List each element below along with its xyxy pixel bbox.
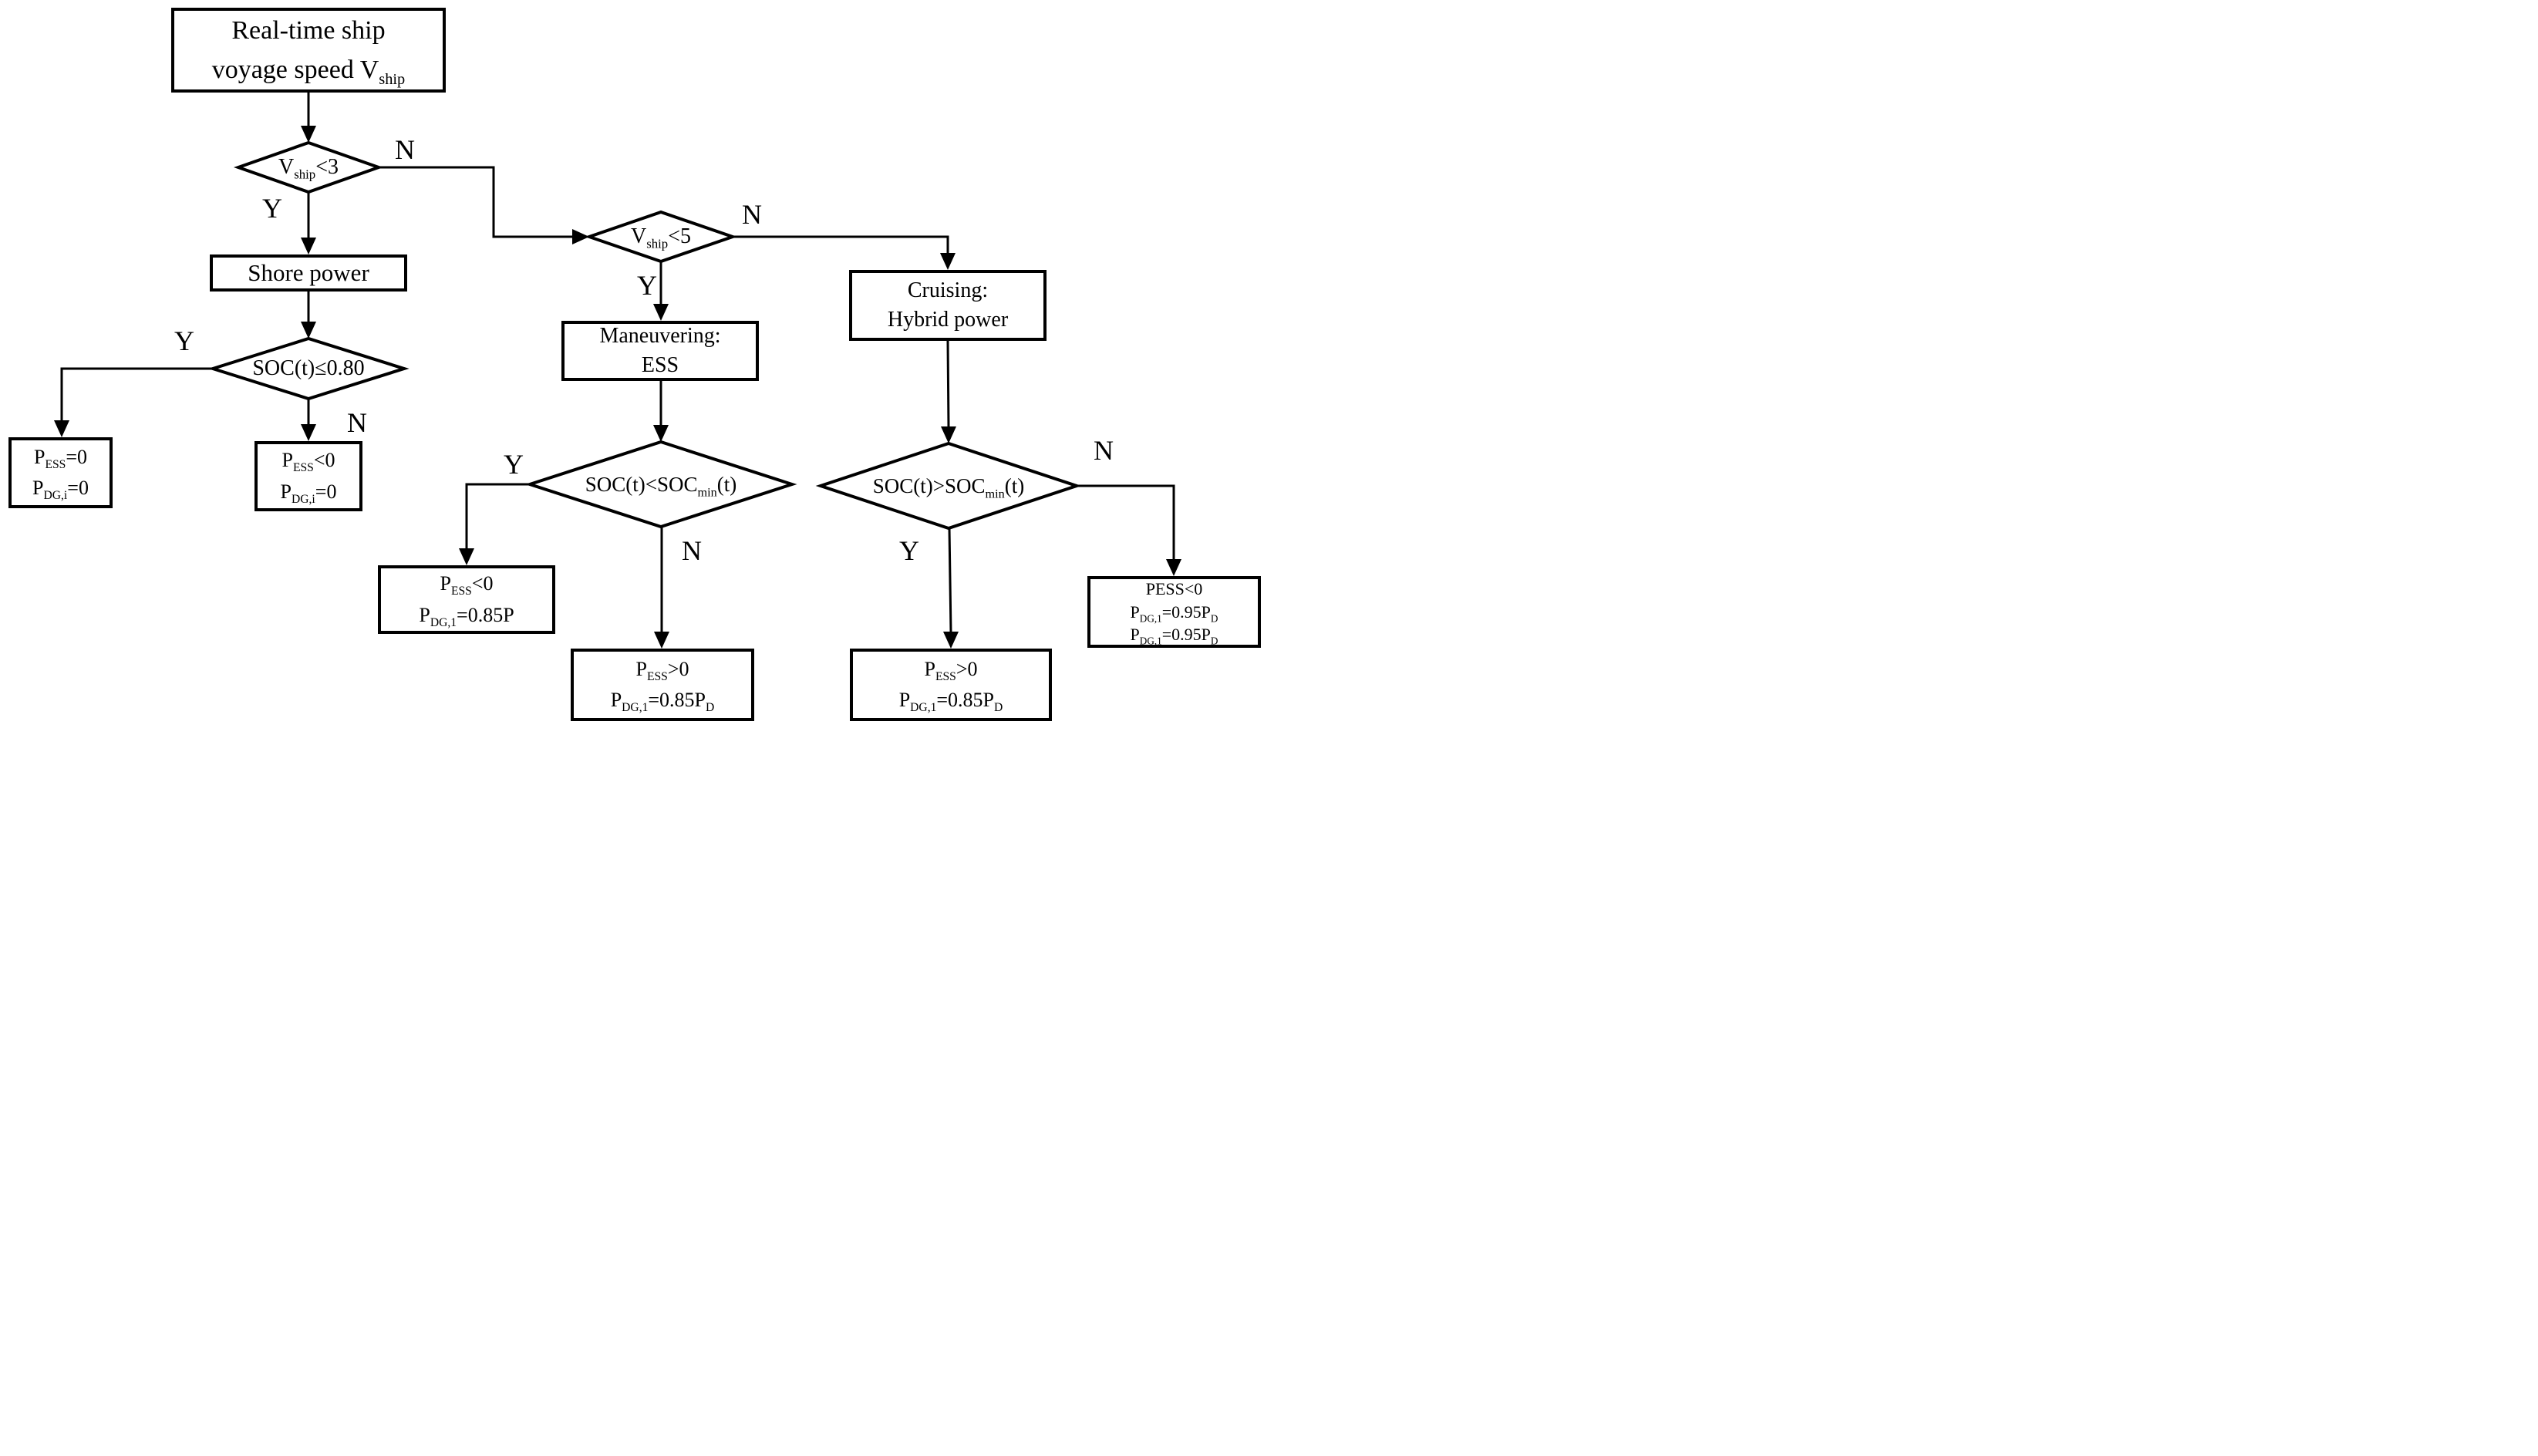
decision-soc-gt-min-shape — [815, 441, 1082, 531]
start-box-realtime-speed: Real-time ship voyage speed Vship — [171, 8, 446, 93]
arrowhead — [653, 425, 669, 442]
decision-soc-lt-min-shape — [524, 440, 797, 529]
output-line: PESS>0 — [924, 657, 978, 683]
label-socltmin-yes: Y — [504, 449, 524, 480]
edge-cruising-to-socgtmin — [946, 340, 950, 428]
cruising-line2: Hybrid power — [887, 308, 1009, 332]
arrowhead — [943, 632, 959, 649]
output-line: PDG,1=0.85PD — [898, 689, 1003, 715]
start-box-line1: Real-time ship — [231, 16, 386, 45]
output-line: PESS<0 — [440, 572, 494, 598]
output-line: PDG,1=0.85P — [419, 603, 514, 629]
arrowhead — [1166, 559, 1181, 576]
output-pessgt0-pdg1-085pd-cruise: PESS>0 PDG,1=0.85PD — [850, 649, 1052, 721]
label-socgtmin-no: N — [1094, 435, 1114, 466]
label-socle-yes: Y — [174, 325, 194, 356]
arrowhead — [301, 322, 316, 339]
process-maneuvering-ess: Maneuvering: ESS — [561, 321, 759, 381]
output-pesslt0-pdg1-085p: PESS<0 PDG,1=0.85P — [378, 565, 555, 634]
edge-socltmin-yes-to-out — [465, 483, 530, 549]
output-line: PESS<0 — [1145, 578, 1203, 598]
arrowhead — [653, 304, 669, 321]
cruising-line1: Cruising: — [907, 278, 989, 303]
label-vship3-no: N — [395, 134, 415, 165]
arrowhead — [301, 238, 316, 254]
arrowhead — [301, 424, 316, 441]
arrowhead — [459, 548, 474, 565]
output-line: PDG,1=0.85PD — [610, 689, 715, 715]
arrowhead — [654, 632, 669, 649]
start-box-line2: voyage speed Vship — [211, 56, 406, 88]
arrowhead — [940, 253, 956, 270]
process-shore-power: Shore power — [210, 254, 407, 292]
decision-vship-lt5-shape — [584, 210, 738, 264]
arrowheads — [54, 126, 1181, 649]
decision-soc-le-080-shape — [207, 336, 410, 401]
edge-socgtmin-yes-to-out — [948, 527, 952, 633]
arrowhead — [54, 420, 69, 437]
label-vship5-yes: Y — [637, 270, 657, 301]
output-pessgt0-pdg1-085pd-maneuver: PESS>0 PDG,1=0.85PD — [571, 649, 754, 721]
label-socle-no: N — [347, 407, 367, 438]
arrowhead — [301, 126, 316, 143]
arrowhead — [572, 229, 589, 244]
decision-vship-lt3-shape — [233, 140, 384, 194]
edge-vship5-no-to-cruising — [733, 235, 949, 254]
label-vship3-yes: Y — [262, 193, 282, 224]
process-cruising-hybrid-power: Cruising: Hybrid power — [849, 270, 1047, 341]
output-line: PESS<0 — [281, 449, 335, 475]
output-line: PDG,i=0 — [32, 477, 89, 503]
output-pess-lt0-pdg1-095pd: PESS<0 PDG,1=0.95PD PDG,1=0.95PD — [1087, 576, 1261, 648]
label-socgtmin-yes: Y — [899, 535, 919, 566]
edge-vship3-no-to-vship5 — [377, 166, 573, 238]
flowchart-wires-layer — [54, 93, 1181, 649]
label-vship5-no: N — [742, 199, 762, 230]
output-pesslt0-pdgi0: PESS<0 PDG,i=0 — [254, 441, 362, 511]
edge-socgtmin-no-to-out — [1077, 484, 1175, 560]
output-pess0-pdgi0: PESS=0 PDG,i=0 — [8, 437, 113, 508]
edge-socle-yes-to-out — [60, 367, 213, 421]
label-socltmin-no: N — [682, 535, 702, 566]
output-line: PDG,i=0 — [280, 480, 337, 506]
shore-power-label: Shore power — [248, 259, 369, 287]
maneuvering-line1: Maneuvering: — [599, 324, 721, 349]
flowchart-canvas: Real-time ship voyage speed Vship Shore … — [0, 0, 1269, 728]
output-line: PDG,1=0.95PD — [1130, 602, 1218, 624]
arrowhead — [941, 426, 956, 443]
output-line: PDG,1=0.95PD — [1130, 625, 1218, 647]
maneuvering-line2: ESS — [641, 353, 679, 377]
output-line: PESS=0 — [33, 445, 87, 471]
output-line: PESS>0 — [635, 657, 689, 683]
